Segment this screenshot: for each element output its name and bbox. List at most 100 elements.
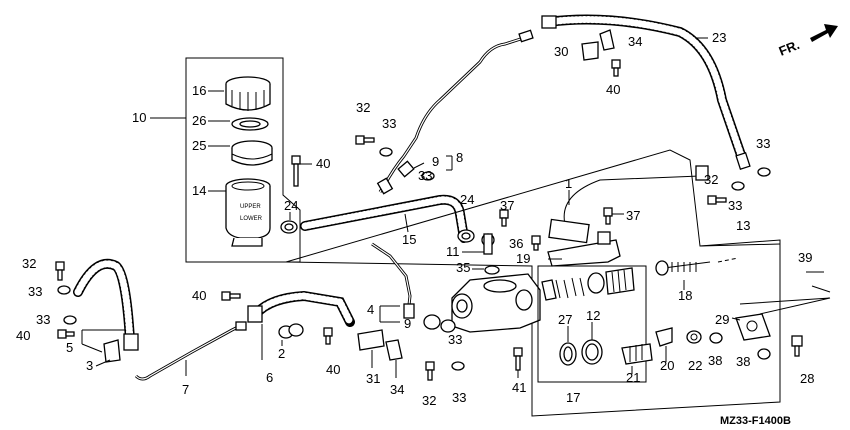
callout-c41: 41 — [512, 380, 526, 395]
callout-c26: 26 — [192, 113, 206, 128]
callout-c36: 36 — [509, 236, 523, 251]
piston-spring-upper — [541, 277, 585, 301]
callout-c25: 25 — [192, 138, 206, 153]
boot-27 — [559, 342, 577, 366]
callout-c14: 14 — [192, 183, 206, 198]
callout-c34b: 34 — [390, 382, 404, 397]
callout-c3: 3 — [86, 358, 93, 373]
reservoir-group-frame — [185, 57, 301, 263]
union-bolt-lower — [423, 314, 456, 333]
master-cylinder-body — [451, 273, 541, 333]
clip-30 — [581, 41, 599, 61]
callout-c19: 19 — [516, 251, 530, 266]
switch-bracket — [547, 231, 621, 267]
clamp-2 — [278, 323, 304, 339]
callout-c15: 15 — [402, 232, 416, 247]
bolt-32-lower — [425, 361, 435, 381]
callout-c12: 12 — [586, 308, 600, 323]
diagram-code: MZ33-F1400B — [720, 415, 791, 427]
callout-c40c: 40 — [192, 288, 206, 303]
callout-c7: 7 — [182, 382, 189, 397]
callout-c40a: 40 — [316, 156, 330, 171]
diaphragm-plate — [231, 117, 269, 131]
washer-33-lower-left-a — [57, 285, 71, 295]
callout-c9b: 9 — [404, 316, 411, 331]
reservoir-cap — [225, 76, 271, 111]
reservoir-body: UPPER LOWER — [225, 178, 271, 247]
clip-24-right — [457, 229, 475, 243]
callout-c21: 21 — [626, 370, 640, 385]
bracket-29 — [735, 313, 771, 341]
bolt-32-upper — [355, 135, 375, 145]
clip-3 — [103, 339, 121, 363]
reservoir-diaphragm — [231, 140, 273, 166]
callout-c1: 1 — [565, 176, 572, 191]
washer-38-right — [757, 348, 771, 360]
callout-c9a: 9 — [432, 154, 439, 169]
callout-c13: 13 — [736, 218, 750, 233]
callout-c33f: 33 — [36, 312, 50, 327]
screw-37-left — [499, 209, 509, 227]
upper-brake-pipe — [376, 29, 534, 195]
callout-c32c: 32 — [22, 256, 36, 271]
callout-c10: 10 — [132, 110, 146, 125]
callout-c30: 30 — [554, 44, 568, 59]
callout-c28: 28 — [800, 371, 814, 386]
piston-upper — [605, 267, 635, 295]
callout-c35: 35 — [456, 260, 470, 275]
callout-c32a: 32 — [356, 100, 370, 115]
callout-c24b: 24 — [460, 192, 474, 207]
bolt-28 — [791, 335, 803, 357]
push-rod-18 — [655, 257, 739, 276]
circlip-12 — [581, 339, 603, 365]
middle-brake-pipe-4 — [371, 242, 415, 319]
callout-c20: 20 — [660, 358, 674, 373]
bolt-40-lower-left — [57, 329, 75, 339]
callout-c22: 22 — [688, 358, 702, 373]
washer-38-left — [709, 332, 723, 344]
washer-33-lower-left-b — [63, 315, 77, 325]
callout-c37b: 37 — [626, 208, 640, 223]
callout-c33e: 33 — [28, 284, 42, 299]
callout-c4: 4 — [367, 302, 374, 317]
washer-33-right-b — [757, 167, 771, 177]
callout-c33b: 33 — [418, 168, 432, 183]
callout-c23: 23 — [712, 30, 726, 45]
bolt-40-lower — [221, 291, 241, 301]
direction-label: FR. — [777, 37, 802, 59]
callout-c33c: 33 — [728, 198, 742, 213]
callout-c11: 11 — [446, 244, 460, 259]
pivot-arm-20 — [655, 327, 673, 347]
screw-36 — [531, 235, 541, 251]
front-direction-arrow-icon: FR. — [777, 24, 838, 59]
bolt-32-right — [707, 195, 727, 205]
nut-22 — [686, 330, 702, 344]
bolt-40-upper — [611, 59, 621, 77]
callout-c8: 8 — [456, 150, 463, 165]
callout-c33h: 33 — [452, 390, 466, 405]
washer-33-mid — [421, 171, 435, 181]
bolt-32-lower-left — [55, 261, 65, 281]
callout-c32b: 32 — [704, 172, 718, 187]
bolt-40-reservoir — [291, 155, 301, 187]
clip-24-left — [280, 220, 298, 234]
callout-c40d: 40 — [326, 362, 340, 377]
callout-c27: 27 — [558, 312, 572, 327]
washer-33-upper — [379, 147, 393, 157]
callout-c33g: 33 — [448, 332, 462, 347]
lower-brake-pipe-7 — [134, 321, 247, 381]
washer-33-right-a — [731, 181, 745, 191]
piston-kit-frame — [537, 265, 647, 383]
callout-c33d: 33 — [756, 136, 770, 151]
union-bolt-11 — [481, 233, 495, 255]
callout-c38a: 38 — [708, 353, 722, 368]
callout-c33a: 33 — [382, 116, 396, 131]
callout-c31: 31 — [366, 371, 380, 386]
lower-left-brake-hose — [73, 258, 139, 351]
callout-c39: 39 — [798, 250, 812, 265]
bolt-41 — [513, 347, 523, 371]
clip-34-lower — [385, 339, 403, 361]
callout-c6: 6 — [266, 370, 273, 385]
svg-text:UPPER: UPPER — [240, 204, 261, 210]
